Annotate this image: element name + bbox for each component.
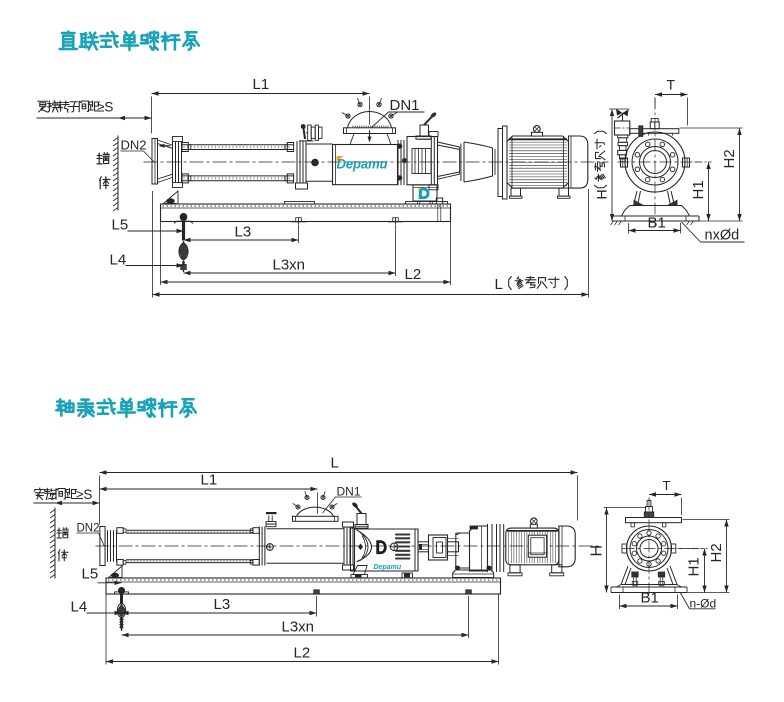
svg-text:L1: L1 — [253, 76, 270, 93]
svg-text:L2: L2 — [294, 645, 311, 662]
svg-text:L4: L4 — [110, 252, 127, 269]
svg-text:L5: L5 — [82, 566, 99, 583]
svg-text:≥S: ≥S — [97, 100, 113, 115]
svg-text:Depamu: Depamu — [337, 155, 388, 171]
svg-text:H1: H1 — [690, 180, 707, 199]
svg-text:≥S: ≥S — [76, 487, 92, 502]
svg-text:H2: H2 — [708, 543, 725, 562]
svg-text:Depamu: Depamu — [374, 564, 402, 571]
svg-text:T: T — [667, 77, 676, 93]
svg-text:H: H — [594, 189, 610, 199]
svg-text:L: L — [331, 455, 339, 472]
svg-text:L2: L2 — [405, 266, 422, 283]
svg-text:DN1: DN1 — [337, 485, 361, 499]
svg-text:DN1: DN1 — [390, 97, 420, 114]
svg-text:L3xn: L3xn — [273, 257, 306, 274]
svg-text:n-Ød: n-Ød — [690, 596, 717, 610]
svg-text:H: H — [589, 545, 606, 557]
svg-text:nxØd: nxØd — [705, 228, 740, 244]
svg-text:B1: B1 — [648, 215, 666, 232]
svg-text:DN2: DN2 — [121, 138, 147, 153]
svg-text:H2: H2 — [721, 149, 738, 168]
svg-text:B1: B1 — [641, 590, 659, 607]
svg-text:L3: L3 — [214, 596, 231, 613]
svg-text:L5: L5 — [112, 217, 129, 234]
svg-text:T: T — [663, 478, 671, 493]
svg-text:L4: L4 — [71, 599, 88, 616]
svg-text:L3xn: L3xn — [282, 619, 315, 636]
svg-text:L: L — [495, 276, 503, 293]
svg-text:DN2: DN2 — [77, 523, 100, 535]
svg-text:H1: H1 — [686, 557, 703, 576]
svg-text:L3: L3 — [235, 224, 252, 241]
svg-text:L1: L1 — [201, 472, 218, 489]
